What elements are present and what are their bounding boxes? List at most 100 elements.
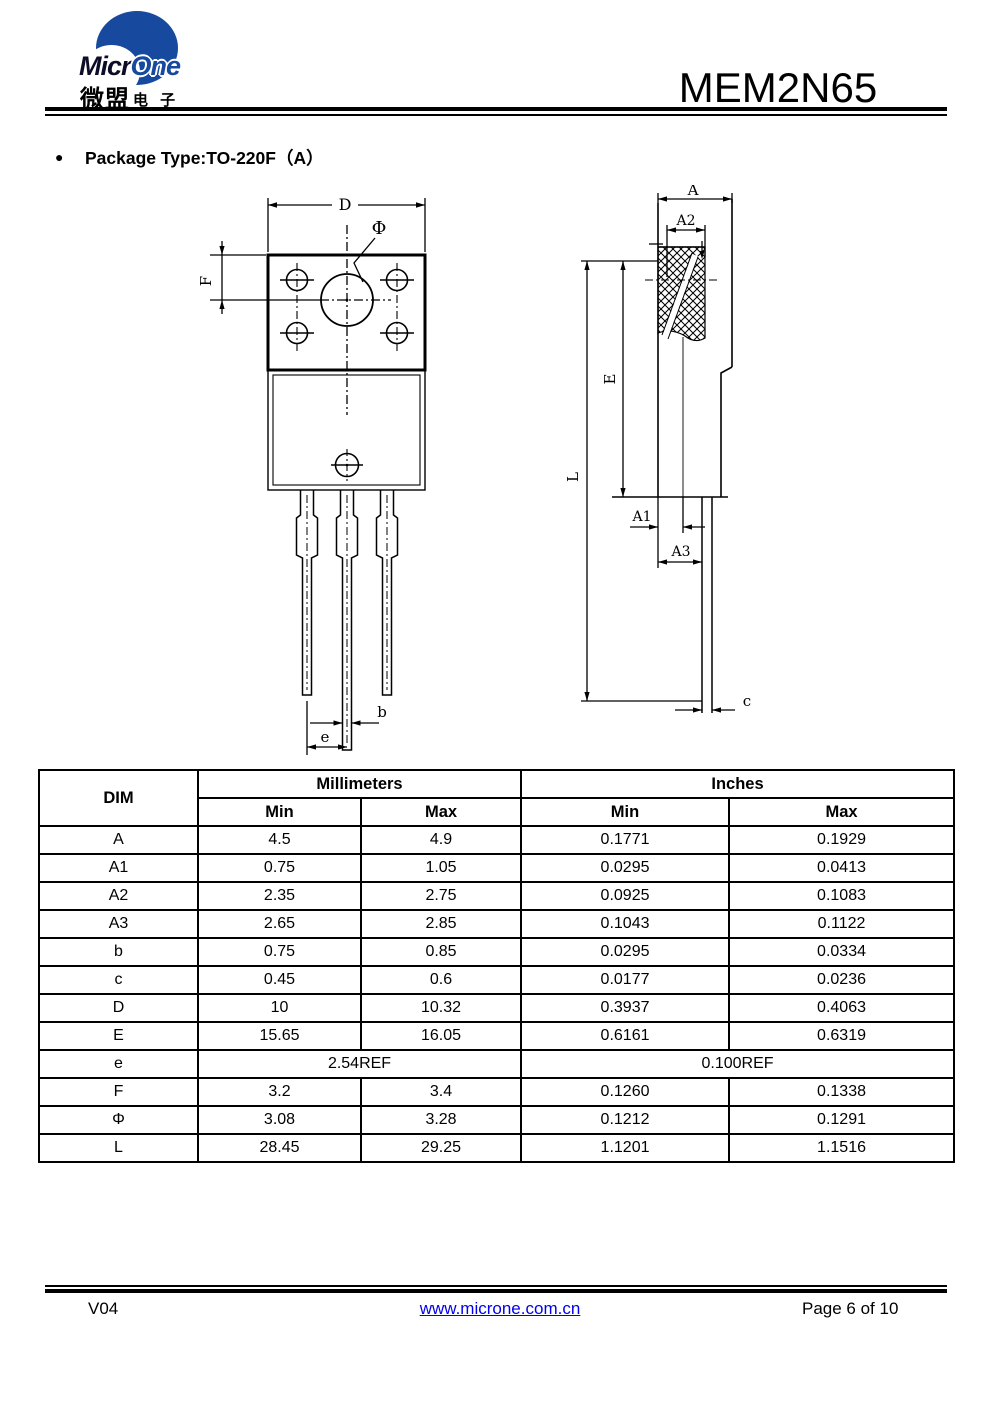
- leads: [295, 490, 399, 751]
- table-cell: 10: [197, 993, 362, 1023]
- label-c: c: [743, 692, 751, 710]
- table-cell: 16.05: [359, 1021, 523, 1051]
- table-cell: 0.45: [197, 965, 362, 995]
- header-rule-thick: [45, 107, 947, 111]
- col-header-in-min: Min: [520, 797, 731, 827]
- table-cell: 0.0295: [520, 853, 731, 883]
- table-cell: 0.1929: [728, 825, 956, 855]
- table-cell: 0.6319: [728, 1021, 956, 1051]
- table-cell: L: [38, 1133, 199, 1163]
- col-header-mm-max: Max: [359, 797, 523, 827]
- table-cell: 0.0177: [520, 965, 731, 995]
- table-cell: 0.100REF: [520, 1049, 956, 1079]
- header-rule-thin: [45, 114, 947, 116]
- table-cell: 4.9: [359, 825, 523, 855]
- table-cell: 28.45: [197, 1133, 362, 1163]
- website-link[interactable]: www.microne.com.cn: [419, 1299, 581, 1318]
- table-cell: 0.1212: [520, 1105, 731, 1135]
- col-header-in-max: Max: [728, 797, 956, 827]
- table-cell: 0.6161: [520, 1021, 731, 1051]
- company-logo: MicrOne 微盟电 子: [72, 6, 212, 113]
- doc-version: V04: [88, 1299, 119, 1318]
- table-cell: 10.32: [359, 993, 523, 1023]
- col-header-mm: Millimeters: [196, 769, 523, 799]
- table-header-row-2: Min Max Min Max: [39, 797, 956, 827]
- table-cell: b: [38, 937, 199, 967]
- label-D: D: [339, 195, 352, 214]
- table-cell: 0.1338: [728, 1077, 956, 1107]
- mounting-hole: [210, 225, 391, 415]
- part-number-title: MEM2N65: [678, 64, 878, 111]
- dim-E: [581, 260, 658, 497]
- table-cell: A2: [38, 881, 199, 911]
- table-cell: 1.1201: [520, 1133, 731, 1163]
- logo-brand-one: One: [130, 51, 182, 81]
- footer-rule-thick: [45, 1289, 947, 1293]
- table-cell: 0.4063: [728, 993, 956, 1023]
- table-cell: e: [38, 1049, 199, 1079]
- bottom-hole: [331, 449, 363, 481]
- logo-brand-micr: Micr: [79, 51, 132, 81]
- dim-D: [267, 198, 426, 252]
- label-L: L: [564, 472, 582, 482]
- dim-e: [306, 701, 347, 755]
- table-cell: 2.35: [197, 881, 362, 911]
- table-cell: 2.54REF: [196, 1049, 523, 1079]
- phi-leader-line: [353, 237, 376, 283]
- footer-website: www.microne.com.cn: [395, 1299, 605, 1319]
- table-cell: 3.4: [359, 1077, 523, 1107]
- table-cell: 0.1771: [520, 825, 731, 855]
- table-cell: A1: [38, 853, 199, 883]
- package-side-view-drawing: A A2 E L A1 A3 c: [564, 185, 751, 713]
- table-cell: 0.1122: [728, 909, 956, 939]
- table-cell: 0.85: [359, 937, 523, 967]
- table-cell: 0.3937: [520, 993, 731, 1023]
- table-cell: 2.65: [197, 909, 362, 939]
- label-E: E: [601, 374, 619, 385]
- dim-A1: [630, 497, 705, 568]
- table-cell: A3: [38, 909, 199, 939]
- bullet-icon: ●: [55, 149, 64, 165]
- table-cell: F: [38, 1077, 199, 1107]
- logo-cn-sub: 电 子: [133, 92, 180, 109]
- package-front-view-drawing: D Φ F b e: [197, 195, 427, 755]
- col-header-inch: Inches: [520, 769, 956, 799]
- dim-A3: [658, 559, 702, 565]
- table-cell: 1.05: [359, 853, 523, 883]
- table-cell: 2.85: [359, 909, 523, 939]
- label-b: b: [377, 703, 387, 721]
- dim-F: [210, 241, 266, 314]
- table-cell: 1.1516: [728, 1133, 956, 1163]
- label-e: e: [321, 728, 330, 746]
- table-header-row-1: DIM Millimeters Inches: [38, 769, 956, 827]
- table-cell: 0.1083: [728, 881, 956, 911]
- label-F: F: [197, 276, 215, 286]
- table-cell: 0.1043: [520, 909, 731, 939]
- label-A: A: [687, 185, 699, 199]
- page-number: Page 6 of 10: [802, 1299, 899, 1318]
- table-cell: A: [38, 825, 199, 855]
- table-cell: 0.0334: [728, 937, 956, 967]
- table-cell: 0.75: [197, 853, 362, 883]
- dimension-table: DIM Millimeters Inches Min Max Min Max A…: [38, 769, 956, 1163]
- table-cell: 4.5: [197, 825, 362, 855]
- table-cell: 29.25: [359, 1133, 523, 1163]
- small-holes: [280, 263, 414, 353]
- package-type-label: Package Type:TO-220F（A）: [85, 148, 324, 168]
- table-cell: 3.28: [359, 1105, 523, 1135]
- table-cell: 0.0295: [520, 937, 731, 967]
- table-cell: 3.2: [197, 1077, 362, 1107]
- logo-crescent-icon: [83, 45, 140, 98]
- table-cell: Φ: [38, 1105, 199, 1135]
